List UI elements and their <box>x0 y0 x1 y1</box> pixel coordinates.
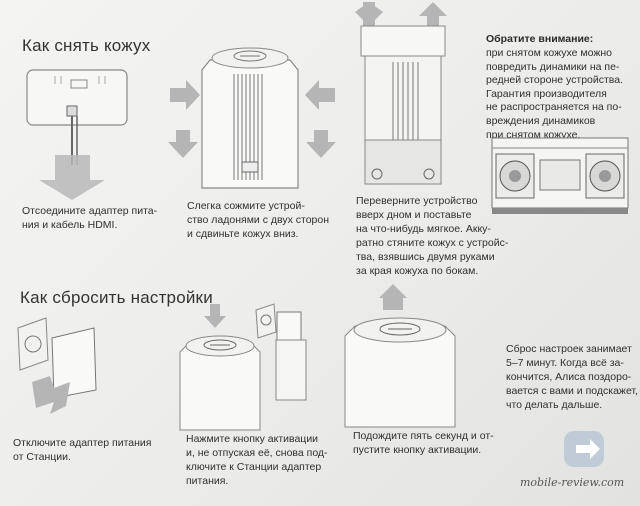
step-squeeze-caption: Слегка сожмите устрой- ство ладонями с д… <box>187 200 330 240</box>
warning-title: Обратите внимание: <box>486 33 594 45</box>
warning-text: при снятом кожухе можно повредить динами… <box>486 47 624 141</box>
reset-duration-info: Сброс настроек занимает 5–7 минут. Когда… <box>506 343 638 411</box>
illustration-flip-device <box>355 2 447 185</box>
step-press-button-caption: Нажмите кнопку активации и, не отпуская … <box>186 433 328 487</box>
step-unplug-caption: Отсоедините адаптер пита- ния и кабель H… <box>22 205 158 231</box>
watermark-logo-icon <box>564 431 604 467</box>
illustration-press-and-plug <box>179 303 307 431</box>
illustration-squeeze-cover <box>168 47 336 189</box>
step-flip-caption: Переверните устройство вверх дном и пост… <box>356 195 509 277</box>
step-wait-caption: Подождите пять секунд и от- пустите кноп… <box>353 430 494 456</box>
illustration-unplug-adapter <box>17 317 97 414</box>
illustration-unplug-cable <box>26 69 128 200</box>
section-title-reset: Как сбросить настройки <box>20 288 213 307</box>
step-disconnect-caption: Отключите адаптер питания от Станции. <box>13 437 152 463</box>
watermark-text: mobile-review.com <box>520 476 625 489</box>
illustration-speakers <box>491 137 629 214</box>
illustration-release-button <box>344 284 456 428</box>
section-title-remove-cover: Как снять кожух <box>22 36 151 55</box>
